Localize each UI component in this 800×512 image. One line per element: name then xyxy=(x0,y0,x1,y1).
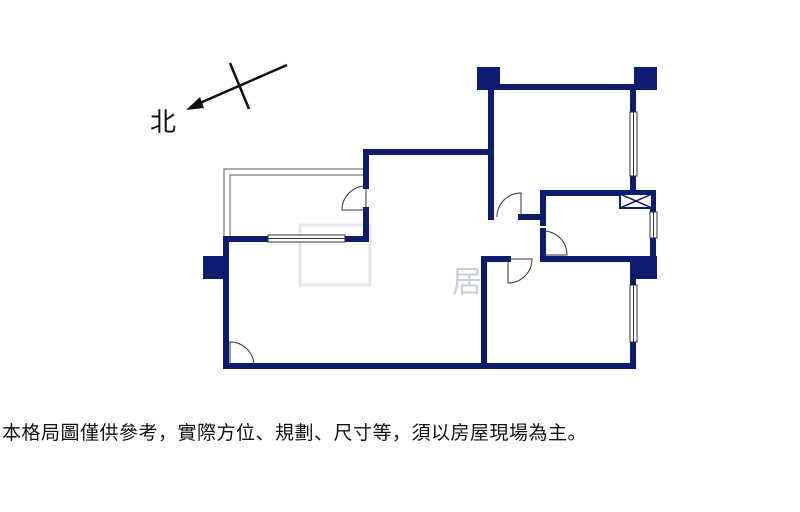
door xyxy=(507,258,533,284)
ac-unit xyxy=(619,193,653,209)
column xyxy=(477,67,500,90)
column xyxy=(634,256,657,279)
compass-cross-line xyxy=(228,62,251,110)
balcony-outline-inner xyxy=(229,174,366,236)
door xyxy=(496,192,522,218)
door xyxy=(229,341,255,367)
balcony-outline xyxy=(223,168,366,236)
column xyxy=(634,67,657,90)
north-arrow-head xyxy=(186,97,204,110)
door xyxy=(341,185,367,211)
watermark: 居 xyxy=(452,265,482,300)
door xyxy=(542,230,568,256)
north-label: 北 xyxy=(150,108,176,138)
floor-plan: 北 居 xyxy=(150,62,658,369)
compass: 北 xyxy=(150,62,288,138)
windows xyxy=(267,111,658,343)
walls xyxy=(223,84,656,369)
watermark-logo xyxy=(298,223,372,287)
disclaimer-text: 本格局圖僅供參考，實際方位、規劃、尺寸等，須以房屋現場為主。 xyxy=(2,422,588,444)
doors xyxy=(229,185,568,367)
column xyxy=(203,256,226,279)
